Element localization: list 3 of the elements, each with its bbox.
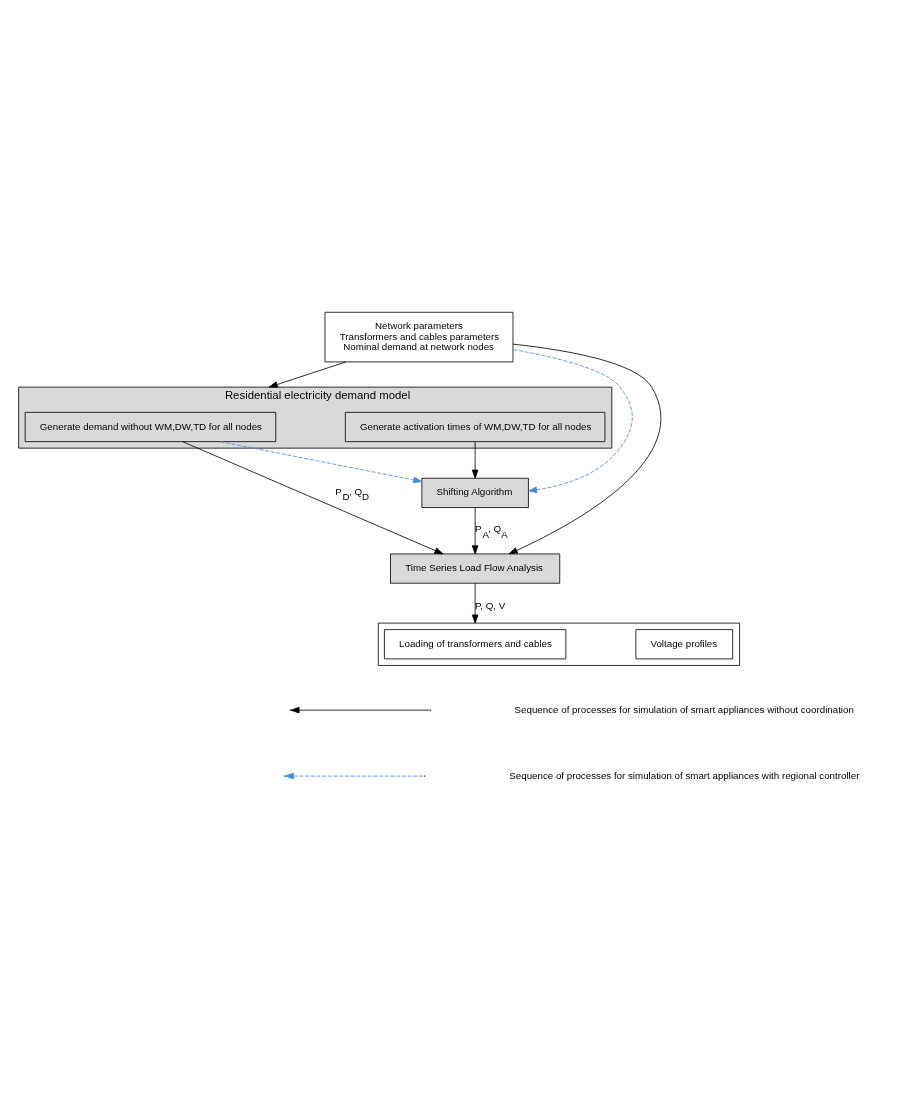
legend-label: Sequence of processes for simulation of smart appliances without coordination: [514, 703, 854, 715]
legend-label: Sequence of processes for simulation of smart appliances with regional controller: [509, 769, 860, 781]
edge-label: P, Q, V: [475, 599, 506, 611]
